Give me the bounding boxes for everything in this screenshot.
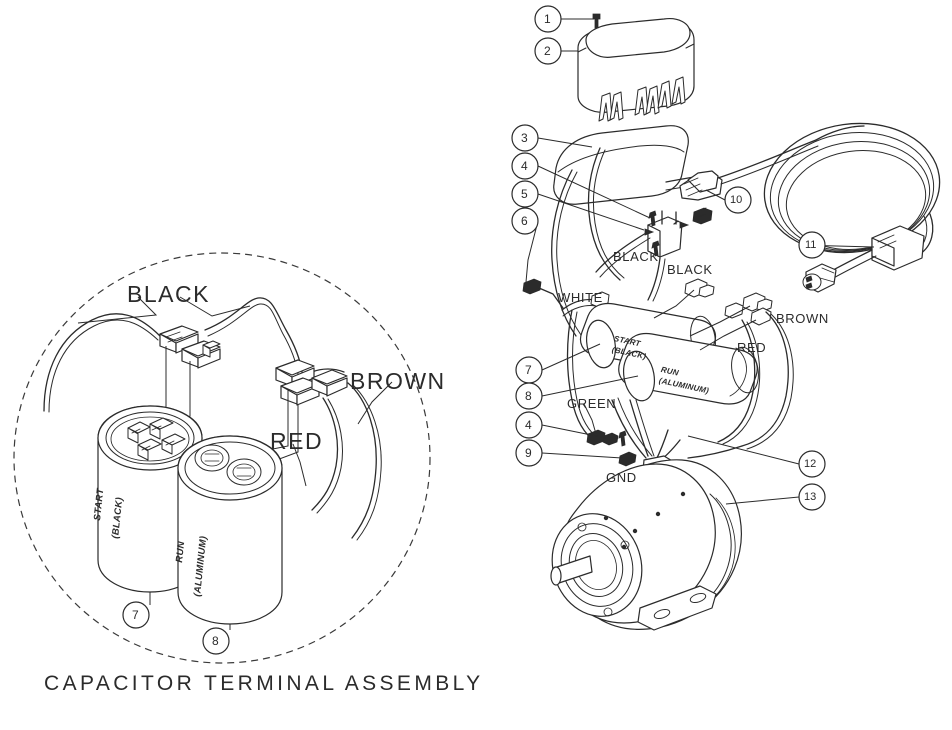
right-brown-red-wires — [687, 311, 794, 459]
callout-6[interactable]: 6 — [521, 214, 528, 228]
wire-label-black-2-right: BLACK — [667, 262, 713, 277]
callout-4-lower[interactable]: 4 — [525, 418, 532, 432]
wire-harness-upper — [551, 147, 666, 337]
callout-3[interactable]: 3 — [521, 131, 528, 145]
left-start-terminal-tabs — [127, 417, 186, 461]
cord-and-strain-relief — [665, 139, 819, 201]
ground-hardware — [602, 430, 637, 467]
capacitor-label-run-left: RUN — [174, 540, 188, 564]
wire-label-black-left: BLACK — [127, 281, 210, 307]
callout-7-right[interactable]: 7 — [525, 363, 532, 377]
right-callout-bubbles — [511, 5, 826, 511]
motor-body — [550, 459, 742, 631]
right-capacitor-run — [618, 332, 759, 405]
capacitor-shroud — [553, 125, 689, 205]
wire-label-white-right: WHITE — [558, 290, 603, 305]
callout-8-right[interactable]: 8 — [525, 389, 532, 403]
left-brown-red-wires — [311, 382, 382, 541]
callout-8-left[interactable]: 8 — [212, 634, 219, 648]
wire-label-gnd-right: GND — [606, 470, 637, 485]
wire-label-red-left: RED — [270, 428, 324, 454]
callout-2[interactable]: 2 — [544, 44, 551, 58]
power-cord-coil — [763, 122, 941, 255]
detail-caption: CAPACITOR TERMINAL ASSEMBLY — [44, 672, 484, 695]
wire-label-brown-left: BROWN — [350, 368, 446, 394]
callout-1[interactable]: 1 — [544, 12, 551, 26]
wire-label-brown-right: BROWN — [776, 311, 829, 326]
left-callout-7 — [122, 601, 150, 629]
wire-label-green-right: GREEN — [567, 396, 617, 411]
wire-label-red-right: RED — [737, 340, 767, 355]
left-detail-boundary — [13, 252, 431, 664]
right-capacitor-connectors — [653, 278, 773, 351]
wire-terminal-block — [644, 207, 713, 258]
callout-10[interactable]: 10 — [730, 194, 743, 206]
wire-label-black-1-right: BLACK — [613, 249, 659, 264]
callout-4-upper[interactable]: 4 — [521, 159, 528, 173]
callout-9[interactable]: 9 — [525, 446, 532, 460]
callout-12[interactable]: 12 — [804, 458, 817, 470]
cover-screw — [592, 13, 601, 29]
left-terminal-connectors-upper — [159, 325, 348, 406]
terminal-box-cover — [577, 18, 695, 122]
callout-11[interactable]: 11 — [805, 239, 817, 251]
callout-13[interactable]: 13 — [804, 491, 817, 503]
cover-vent-fingers — [598, 76, 686, 122]
callout-5[interactable]: 5 — [521, 187, 528, 201]
left-capacitor-run — [177, 435, 283, 630]
cord-plug-assembly — [802, 225, 925, 293]
left-label-leaders — [77, 296, 393, 487]
left-callout-8 — [202, 627, 230, 655]
callout-7-left[interactable]: 7 — [132, 608, 139, 622]
